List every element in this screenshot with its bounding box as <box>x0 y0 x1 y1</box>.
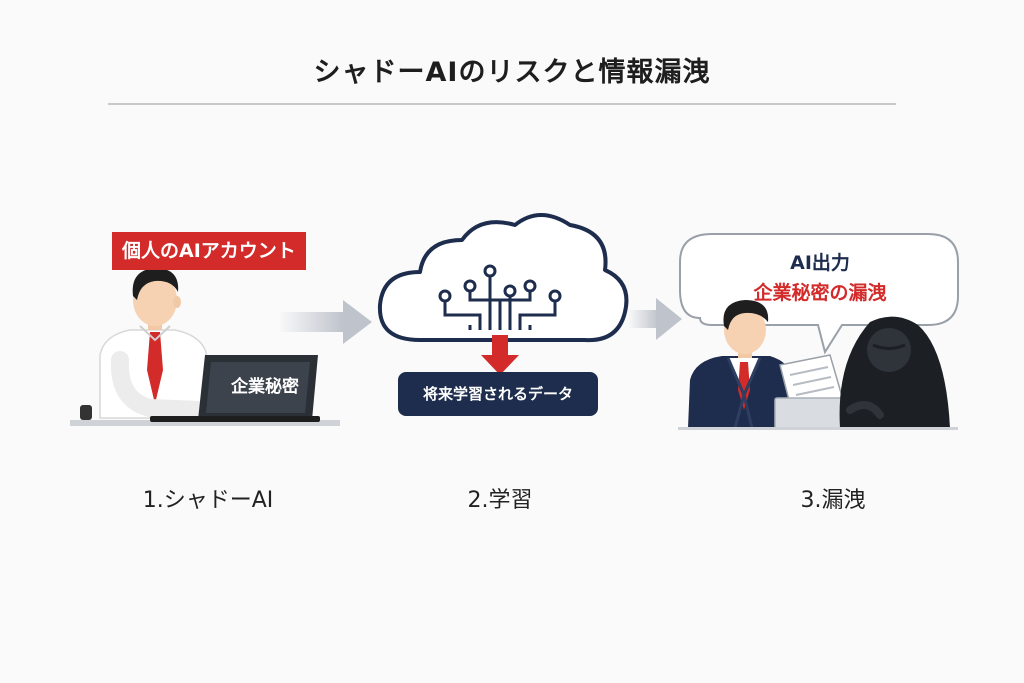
cloud-circuit-icon <box>377 213 629 343</box>
hacker-icon <box>839 316 950 428</box>
tie <box>147 332 163 404</box>
arrow-2-to-3 <box>628 298 682 340</box>
down-arrow-icon <box>481 335 519 375</box>
face <box>133 274 177 326</box>
step-1-caption: 1.シャドーAI <box>142 488 274 513</box>
future-training-data-box: 将来学習されるデータ <box>398 372 598 416</box>
step-3-caption: 3.漏洩 <box>800 488 866 513</box>
arrow-1-to-2 <box>278 300 372 344</box>
title-divider <box>108 103 896 105</box>
mouse-icon <box>80 405 92 420</box>
bubble-ai-output: AI出力 <box>790 252 850 274</box>
desk <box>70 420 340 426</box>
hair <box>132 268 179 300</box>
businessman <box>688 300 796 429</box>
ground-line <box>678 427 958 430</box>
bubble-secret-leak: 企業秘密の漏洩 <box>753 282 887 304</box>
trade-secret-label: 企業秘密 <box>231 377 299 397</box>
laptop-icon <box>774 397 846 429</box>
person-at-laptop <box>70 268 340 426</box>
page-title: シャドーAIのリスクと情報漏洩 <box>313 57 711 88</box>
personal-ai-account-tag: 個人のAIアカウント <box>112 232 306 270</box>
step-2-caption: 2.学習 <box>467 488 533 513</box>
